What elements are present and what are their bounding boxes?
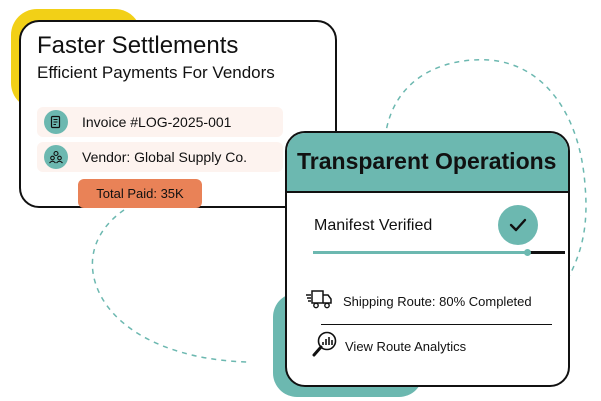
manifest-progress-bar [313, 249, 565, 256]
checkmark-icon [498, 205, 538, 245]
delivery-truck-icon [305, 287, 333, 311]
operations-header: Transparent Operations [287, 133, 568, 193]
operations-title: Transparent Operations [297, 148, 557, 174]
vendor-row: Vendor: Global Supply Co. [37, 142, 283, 172]
settlements-subtitle: Efficient Payments For Vendors [37, 63, 275, 82]
section-divider [321, 324, 552, 325]
vendor-label: Vendor: Global Supply Co. [82, 149, 247, 165]
settlements-card: Faster Settlements Efficient Payments Fo… [19, 20, 337, 208]
manifest-progress-marker [523, 249, 531, 256]
settlements-title: Faster Settlements [37, 32, 239, 59]
invoice-label: Invoice #LOG-2025-001 [82, 114, 232, 130]
manifest-progress-fill [313, 251, 528, 254]
people-icon [44, 145, 68, 169]
receipt-icon [44, 110, 68, 134]
manifest-verified-label: Manifest Verified [314, 217, 433, 234]
total-paid-badge: Total Paid: 35K [78, 179, 202, 208]
invoice-row: Invoice #LOG-2025-001 [37, 107, 283, 137]
shipping-route-label: Shipping Route: 80% Completed [343, 294, 532, 309]
view-route-analytics-link[interactable]: View Route Analytics [345, 339, 467, 354]
magnifier-chart-icon[interactable] [311, 330, 339, 360]
operations-card: Transparent Operations Manifest Verified… [285, 131, 570, 387]
